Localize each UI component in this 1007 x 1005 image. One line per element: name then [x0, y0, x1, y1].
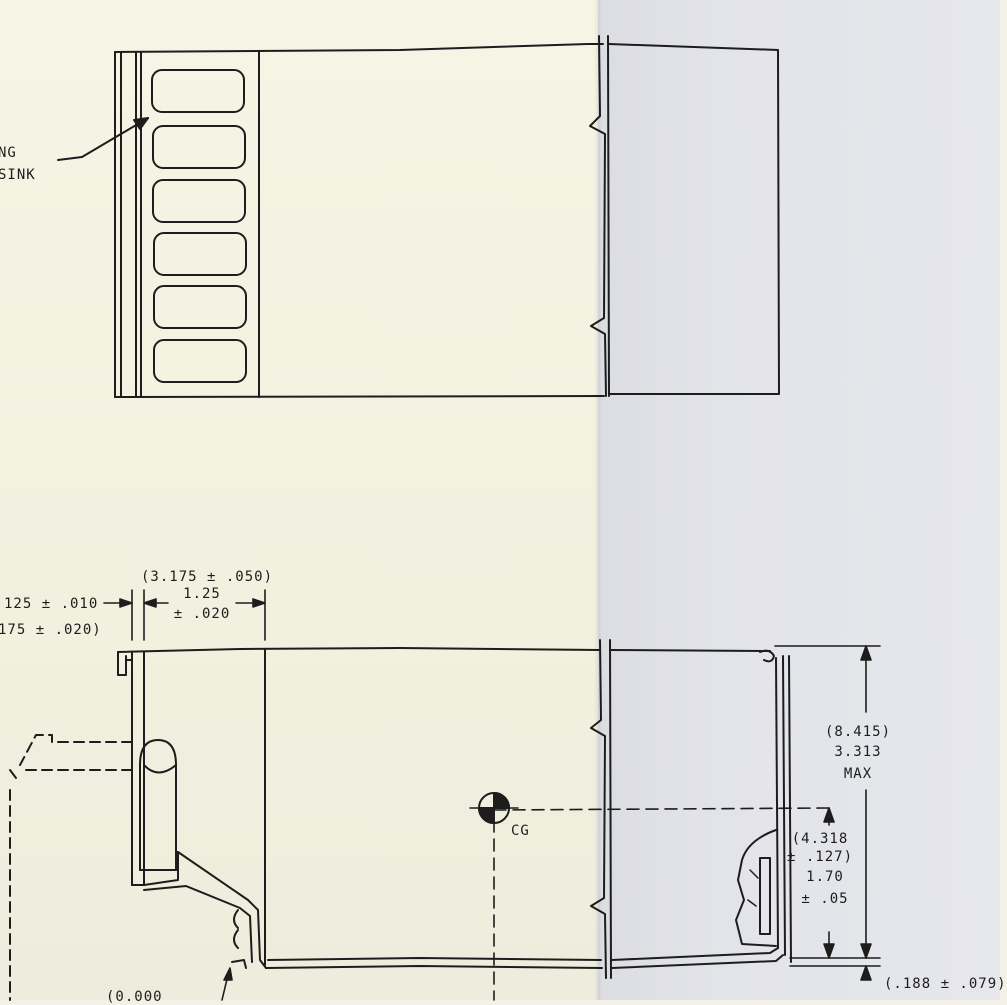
- dim-bottom-right: (.188 ± .079): [884, 976, 1007, 992]
- cg-symbol: [469, 792, 519, 824]
- break-line-right: [607, 35, 610, 397]
- callout-label-line2: SINK: [0, 167, 36, 183]
- side-view: [9, 639, 830, 1001]
- heat-sink-fins: [151, 69, 247, 383]
- dim-top-left-inch: 125 ± .010: [4, 596, 99, 612]
- break-line-left: [589, 35, 607, 397]
- dim-flange-mm: (3.175 ± .050): [140, 569, 274, 585]
- top-view: [57, 35, 780, 398]
- dim-bottom-left-partial: (0.000: [106, 989, 163, 1005]
- dim-height-mm: (8.415): [824, 724, 892, 740]
- dim-top-left-mm: 175 ± .020): [0, 622, 102, 638]
- callout-label-line1: NG: [0, 145, 17, 161]
- dim-cg-mm: (4.318: [791, 831, 849, 847]
- dim-flange-tol: ± .020: [173, 606, 231, 622]
- right-page: [598, 0, 1000, 1000]
- cg-centerlines: [493, 807, 830, 1001]
- dim-height-note: MAX: [843, 766, 873, 782]
- side-break-left: [590, 639, 607, 979]
- dim-cg-inch-tol: ± .05: [801, 891, 849, 907]
- phantom-outline: [9, 734, 133, 1001]
- dim-height-inch: 3.313: [834, 744, 882, 760]
- callout-arrow: [57, 117, 149, 161]
- dimension-lines: [103, 589, 881, 1001]
- left-page: [0, 0, 598, 1000]
- dim-cg-inch: 1.70: [806, 869, 844, 885]
- cg-label: CG: [511, 823, 530, 839]
- dim-cg-mm-tol: ± .127): [786, 849, 854, 865]
- page-fold: [594, 0, 602, 1000]
- dim-flange-inch: 1.25: [183, 586, 221, 602]
